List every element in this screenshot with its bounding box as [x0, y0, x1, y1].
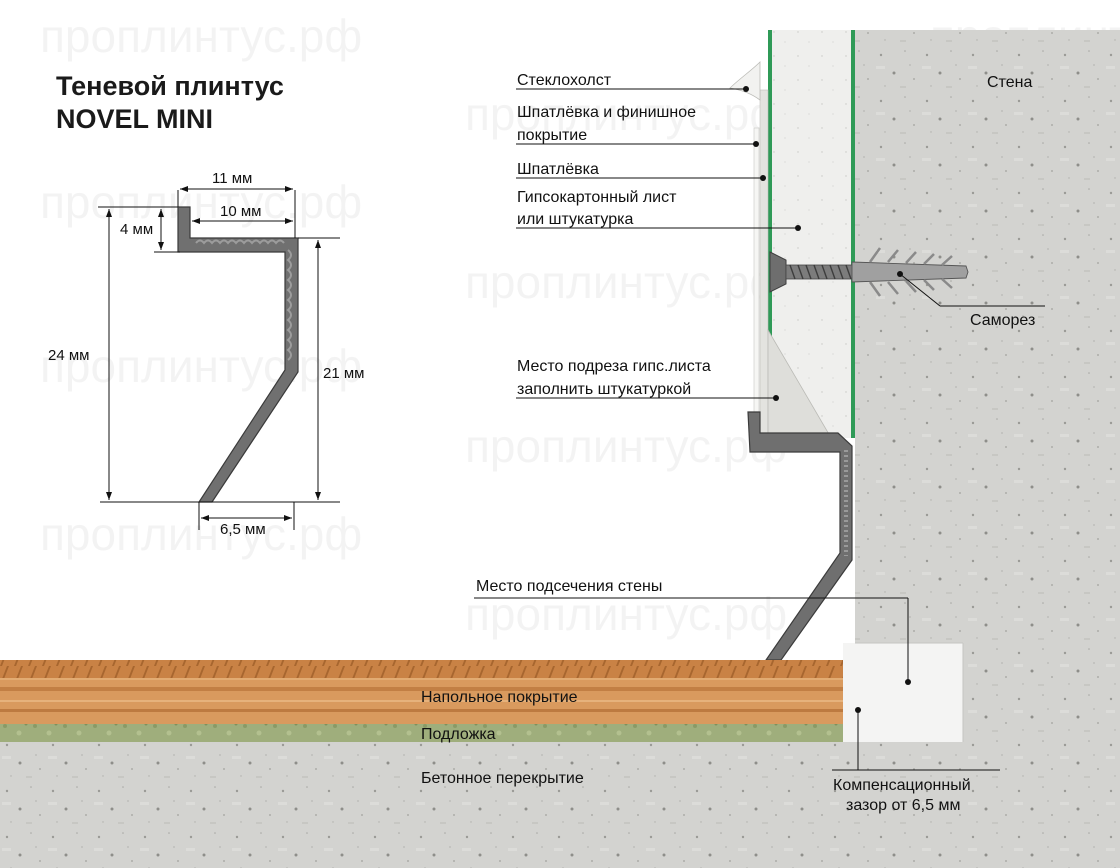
dim-height-total: 24 мм	[48, 347, 89, 364]
drywall-green-edge-right	[851, 30, 855, 438]
dim-width-top: 11 мм	[212, 170, 252, 187]
watermark-text: проплинтус.рф	[40, 10, 362, 62]
leader-lines	[474, 88, 1045, 771]
watermark-text: проплинтус.рф	[465, 588, 787, 640]
label-fiberglass: Стеклохолст	[517, 72, 612, 89]
label-putty-finish-1: Шпатлёвка и финишное	[517, 104, 696, 121]
finish-layer	[753, 127, 760, 429]
label-cut-2: заполнить штукатуркой	[517, 381, 691, 398]
dim-height-face: 21 мм	[323, 365, 364, 382]
leader-dots	[743, 86, 911, 713]
label-wall-cut: Место подсечения стены	[476, 578, 662, 595]
dim-bottom-offset: 6,5 мм	[220, 521, 266, 538]
watermark-text: проплинтус.рф	[40, 340, 362, 392]
screw-assembly	[769, 247, 969, 297]
putty-layer	[759, 89, 769, 439]
concrete-wall	[855, 30, 1120, 742]
watermark-text: проплинтус.рф	[465, 88, 787, 140]
label-putty: Шпатлёвка	[517, 161, 599, 178]
label-screw: Саморез	[970, 312, 1035, 329]
wall-undercut	[843, 643, 963, 743]
fiberglass-flap	[729, 61, 761, 101]
title-line-1: Теневой плинтус	[56, 71, 284, 101]
watermark-text: проплинтус.рф	[465, 420, 787, 472]
watermark-text: проплинтус.рф	[465, 256, 787, 308]
profile-dimension-drawing: 11 мм 10 мм 4 мм 24 мм 21 мм 6,5 мм	[48, 170, 364, 538]
profile-section-large	[747, 411, 853, 661]
label-flooring: Напольное покрытие	[421, 689, 578, 706]
page-title: Теневой плинтус NOVEL MINI	[56, 70, 284, 136]
profile-section-small	[177, 206, 299, 503]
flooring-top-edge	[0, 660, 843, 678]
underlay-layer	[0, 724, 843, 742]
label-cut-1: Место подреза гипс.листа	[517, 358, 711, 375]
label-putty-finish-2: покрытие	[517, 127, 587, 144]
watermark-layer: проплинтус.рфпроплинтус.рфпроплинтус.рфп…	[40, 10, 1120, 728]
dim-height-top: 4 мм	[120, 221, 153, 238]
label-underlay: Подложка	[421, 726, 496, 743]
label-wall: Стена	[987, 74, 1032, 91]
drywall-green-edge-left	[768, 30, 772, 438]
concrete-slab	[0, 742, 1120, 868]
label-gap-1: Компенсационный	[833, 777, 971, 794]
dim-width-inner: 10 мм	[220, 203, 261, 220]
label-slab: Бетонное перекрытие	[421, 770, 584, 787]
label-drywall-2: или штукатурка	[517, 211, 633, 228]
watermark-text: проплинтус.рф	[40, 508, 362, 560]
label-gap-2: зазор от 6,5 мм	[846, 797, 960, 814]
label-drywall-1: Гипсокартонный лист	[517, 189, 677, 206]
watermark-text: проплинтус.рф	[40, 176, 362, 228]
title-line-2: NOVEL MINI	[56, 104, 214, 134]
